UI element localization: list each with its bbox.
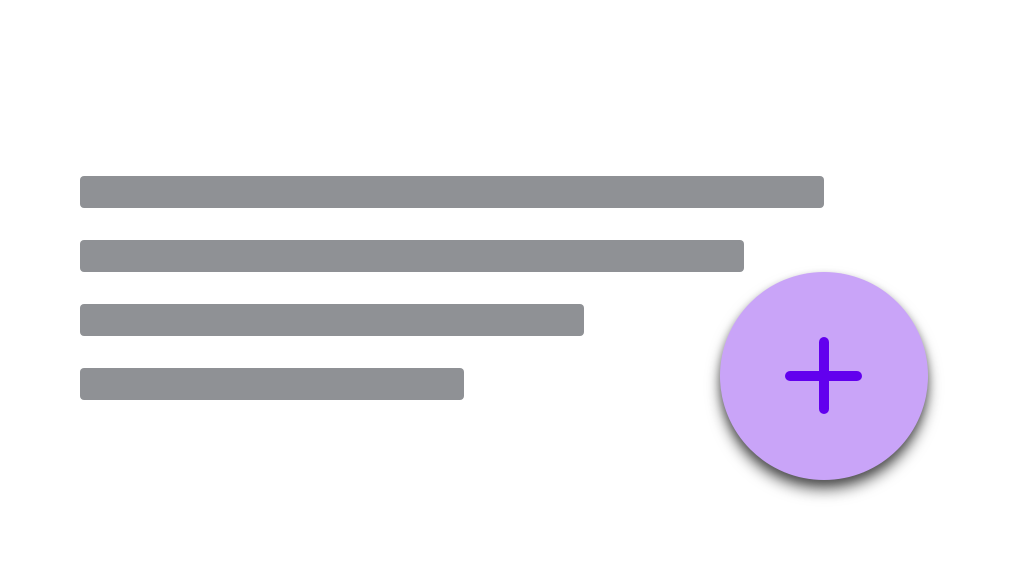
skeleton-line xyxy=(80,304,584,336)
plus-icon xyxy=(785,337,862,414)
skeleton-line xyxy=(80,240,744,272)
skeleton-line xyxy=(80,176,824,208)
skeleton-line xyxy=(80,368,464,400)
add-fab-button[interactable] xyxy=(720,272,928,480)
